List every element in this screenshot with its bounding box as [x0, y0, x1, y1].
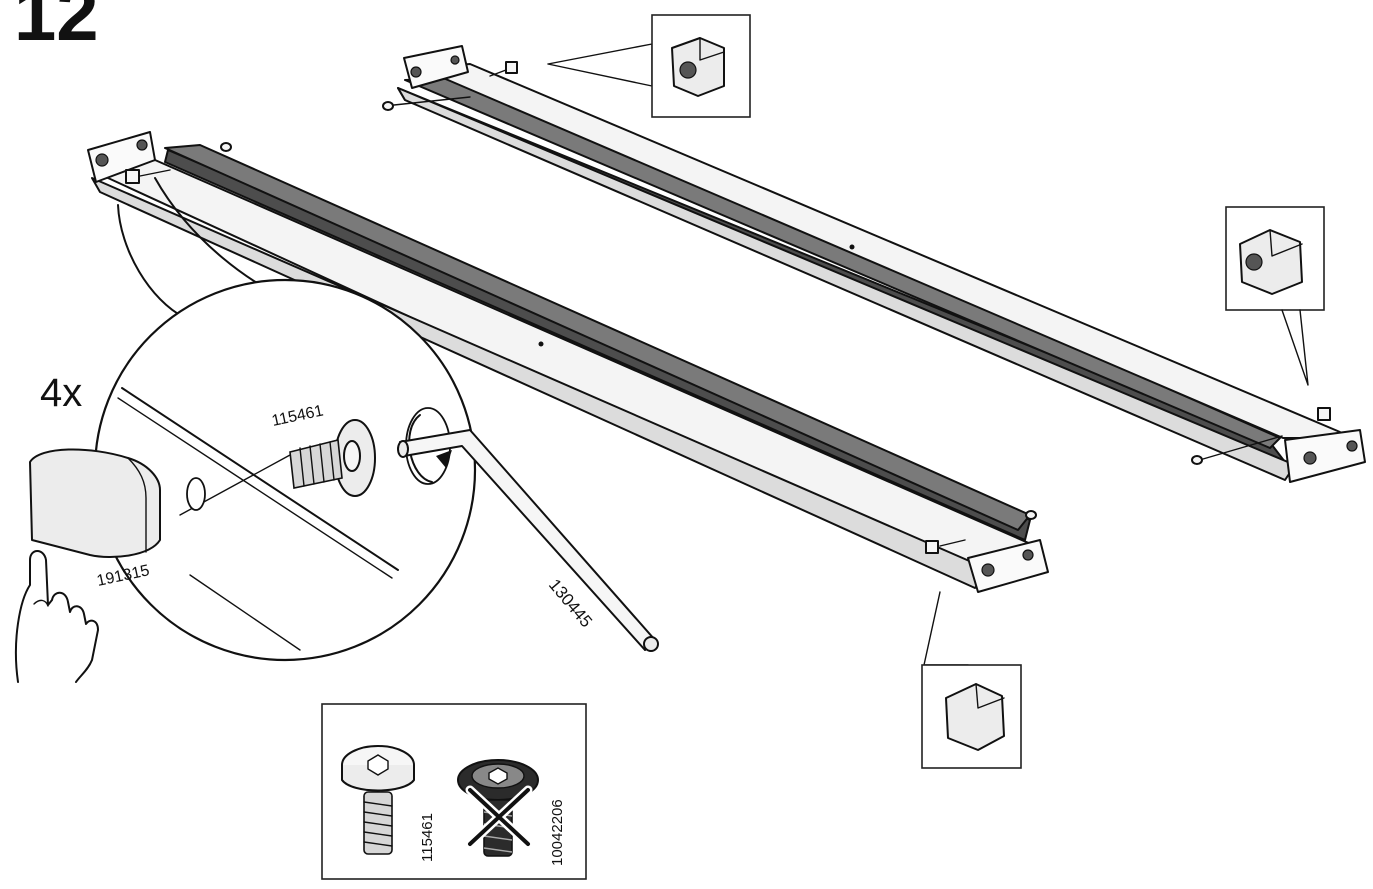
correct-screw-thread: [363, 791, 393, 855]
rail-back-right-hole-2: [1346, 440, 1358, 452]
callout-cap-top-part-edge: [699, 37, 725, 61]
rail-back-right-plate: [1284, 429, 1366, 483]
detail-rail-edge: [121, 387, 399, 571]
rail-front-cap-right-guide: [939, 539, 966, 547]
callout-cap-bottom-pointer: [923, 591, 969, 666]
incorrect-screw-hex-socket: [488, 767, 508, 785]
detail-cap-part: [29, 448, 161, 558]
callout-cap-top-part-hole: [679, 61, 697, 79]
callout-cap-right-pointer: [1281, 309, 1309, 386]
rail-back-left-plate: [403, 45, 469, 89]
rail-back-center-mark: [849, 244, 855, 250]
detail-rail-edge-2: [117, 397, 393, 579]
step-number: 12: [14, 0, 99, 57]
rail-front-left-hole-2: [136, 139, 148, 151]
hex-key-tip: [397, 440, 409, 458]
callout-cap-top: [547, 14, 751, 118]
rail-back-screw-right: [1191, 455, 1203, 465]
callout-cap-top-pointer: [547, 43, 653, 87]
rail-back-face: [397, 87, 1296, 481]
rail-back-cap-right: [1317, 407, 1331, 421]
rail-back-right-hole: [1303, 451, 1317, 465]
hex-key-ball-end: [643, 636, 659, 652]
rail-back-cap-left-guide: [489, 69, 507, 77]
correct-screw-thread-lines: [363, 801, 393, 847]
callout-cap-right: [1225, 206, 1325, 386]
fastener-comparison-box: 115461 10042206: [321, 703, 587, 880]
callout-cap-top-part: [671, 37, 725, 97]
callout-cap-right-part-edge: [1269, 229, 1303, 257]
rail-front-left-hole: [95, 153, 109, 167]
incorrect-screw-cross-icon: [468, 788, 530, 846]
callout-cap-right-part-hole: [1245, 253, 1263, 271]
magnifier-circle: [93, 278, 477, 662]
rail-front-screw-left: [220, 142, 232, 152]
rail-front-right-hole-2: [1022, 549, 1034, 561]
rail-front-cap-left-guide: [139, 169, 171, 177]
incorrect-screw: [457, 759, 539, 857]
rail-front-screw-right: [1025, 510, 1037, 520]
detail-quantity: 4x: [40, 371, 82, 415]
rail-back-screw-left-guide: [393, 96, 471, 106]
hex-key: [397, 429, 659, 652]
rail-back-bar: [404, 77, 1281, 449]
detail-rail-lower: [189, 574, 301, 651]
rail-front-right-hole: [981, 563, 995, 577]
detail-screw-head-socket: [343, 440, 361, 472]
incorrect-screw-part-number: 10042206: [549, 799, 566, 866]
hand-knuckle: [33, 599, 49, 607]
correct-screw-head-side: [341, 765, 415, 792]
correct-screw-hex-socket: [367, 754, 389, 776]
rail-front-center-mark: [538, 341, 544, 347]
rail-front: [87, 131, 1049, 593]
detail-rotation-arrowhead: [436, 450, 452, 468]
rail-front-face: [91, 177, 991, 589]
detail-cap-part-edge: [127, 457, 147, 553]
hand-press-icon: [14, 550, 99, 683]
magnifier-connector-left: [117, 204, 186, 319]
hand-outline: [14, 550, 99, 683]
correct-screw-part-number: 115461: [419, 813, 436, 862]
callout-cap-bottom-part: [945, 683, 1005, 751]
rail-back-cap-left: [505, 61, 518, 74]
rail-back-left-hole-2: [450, 55, 460, 65]
detail-screw-thread-lines: [299, 441, 335, 487]
rail-back-screw-right-guide: [1202, 435, 1283, 460]
rail-back: [382, 45, 1366, 483]
rail-back-screw-left: [382, 101, 394, 111]
detail-mount-hole: [186, 477, 206, 511]
callout-cap-bottom-part-edge: [975, 683, 1005, 709]
rail-back-left-hole: [410, 66, 422, 78]
callout-cap-bottom: [921, 591, 1022, 769]
rail-front-cap-right: [925, 540, 939, 554]
detail-magnifier: [29, 177, 477, 662]
correct-screw: [341, 745, 415, 855]
rail-front-cap-left: [125, 169, 140, 184]
fastener-box-frame: [321, 703, 587, 880]
